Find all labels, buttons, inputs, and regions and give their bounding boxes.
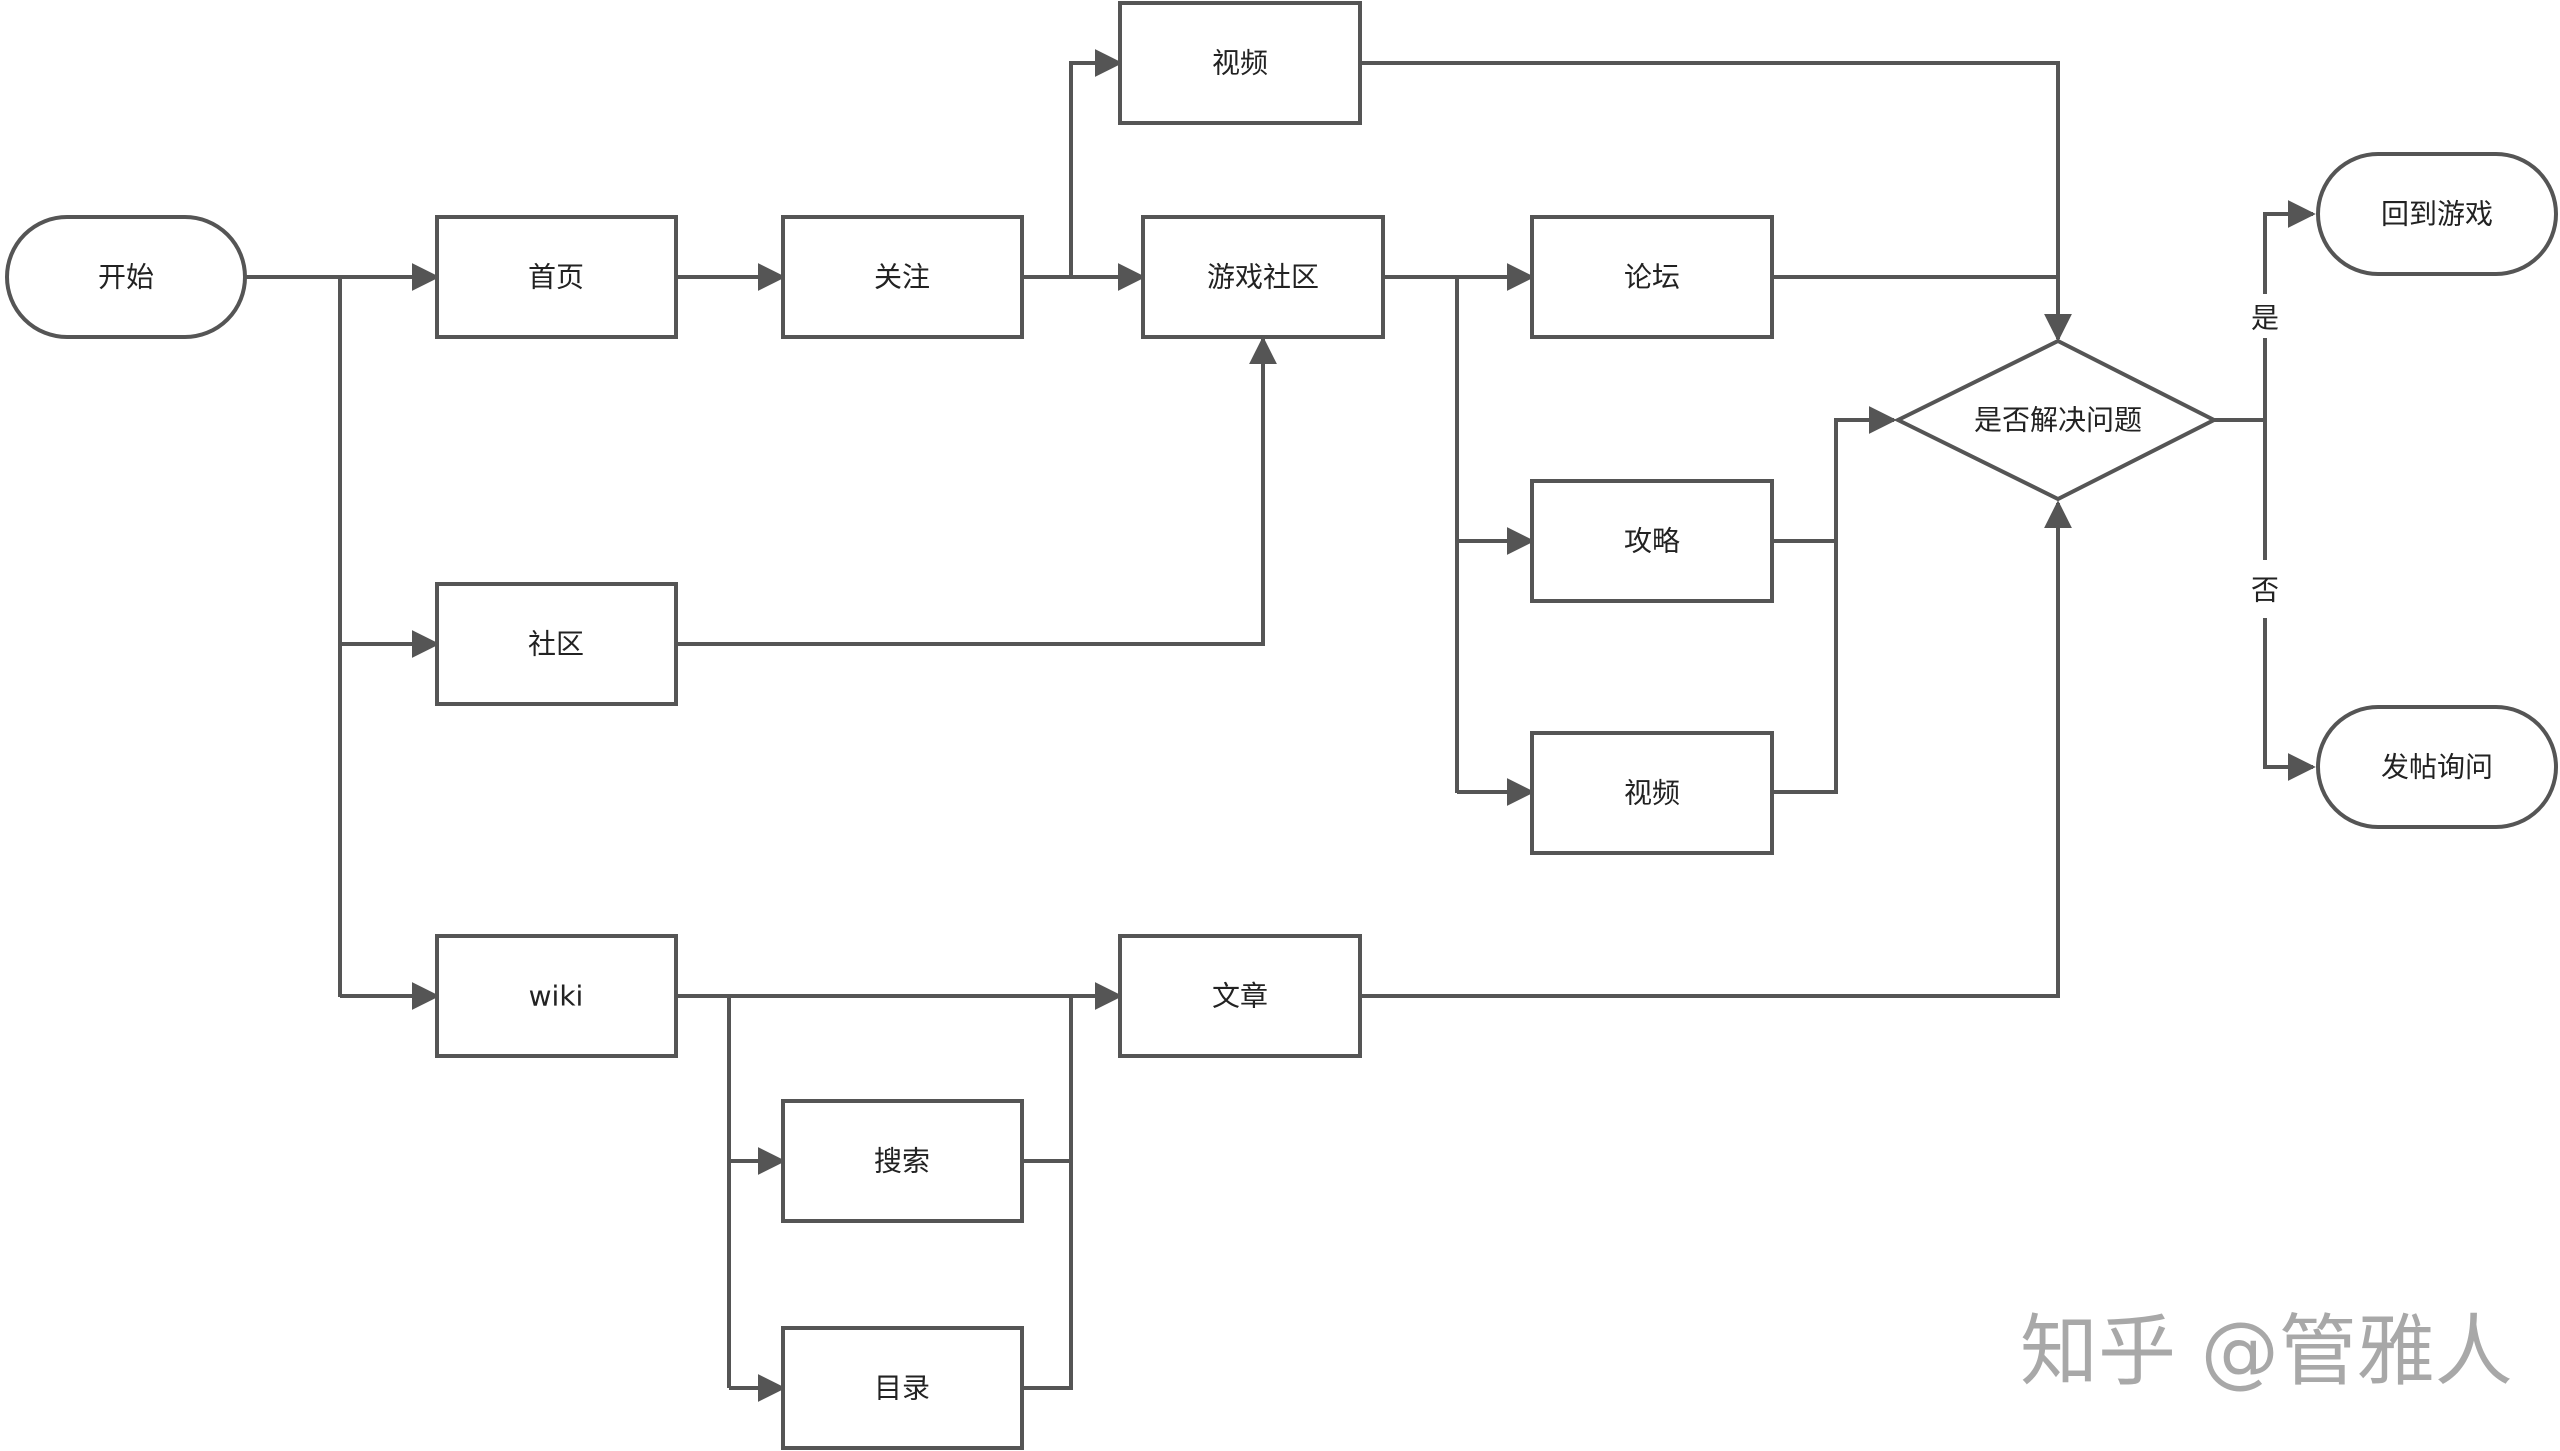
node-strategy[interactable] (1530, 479, 1774, 603)
back-to-game-label: 回到游戏 (2381, 198, 2493, 231)
decision-label: 是否解决问题 (1974, 404, 2142, 437)
edge-decision-yes-upper (2263, 200, 2316, 294)
search-label: 搜索 (874, 1145, 930, 1178)
node-forum[interactable] (1530, 215, 1774, 339)
terminal-start[interactable] (5, 215, 247, 339)
terminal-back-to-game[interactable] (2316, 152, 2558, 276)
zhihu-watermark: 知乎 @管雅人 (2020, 1307, 2513, 1397)
edge-video-top-decision (1360, 61, 2072, 342)
catalog-label: 目录 (874, 1372, 930, 1405)
community-label: 社区 (528, 628, 584, 661)
edge-decision-no-lower (2263, 618, 2316, 781)
edge-community-gamecommunity (676, 336, 1277, 646)
edge-label-no: 否 (2251, 574, 2279, 607)
video-mid-label: 视频 (1624, 777, 1680, 810)
node-wiki[interactable] (435, 934, 678, 1058)
node-video-top[interactable] (1118, 1, 1362, 125)
follow-label: 关注 (874, 261, 930, 294)
node-homepage[interactable] (435, 215, 678, 339)
edge-follow-video-top (1069, 49, 1123, 277)
terminal-post-question[interactable] (2316, 705, 2558, 829)
node-community[interactable] (435, 582, 678, 706)
node-article[interactable] (1118, 934, 1362, 1058)
strategy-label: 攻略 (1624, 525, 1680, 558)
edge-article-decision (1360, 500, 2072, 998)
connectors (245, 49, 2316, 1402)
wiki-label: wiki (529, 980, 584, 1013)
node-search[interactable] (781, 1099, 1024, 1223)
node-game-community[interactable] (1141, 215, 1385, 339)
article-label: 文章 (1212, 980, 1268, 1013)
game-community-label: 游戏社区 (1207, 261, 1319, 294)
video-top-label: 视频 (1212, 47, 1268, 80)
edge-video-mid-decision (1772, 541, 1838, 794)
start-label: 开始 (98, 261, 154, 294)
edge-catalog-article (1022, 996, 1073, 1390)
edge-label-yes: 是 (2251, 302, 2279, 335)
post-question-label: 发帖询问 (2381, 751, 2493, 784)
node-video-mid[interactable] (1530, 731, 1774, 855)
homepage-label: 首页 (528, 261, 584, 294)
forum-label: 论坛 (1624, 261, 1680, 294)
node-catalog[interactable] (781, 1326, 1024, 1450)
edge-strategy-decision (1772, 406, 1897, 543)
node-follow[interactable] (781, 215, 1024, 339)
decision-diamond[interactable] (1893, 338, 2219, 502)
